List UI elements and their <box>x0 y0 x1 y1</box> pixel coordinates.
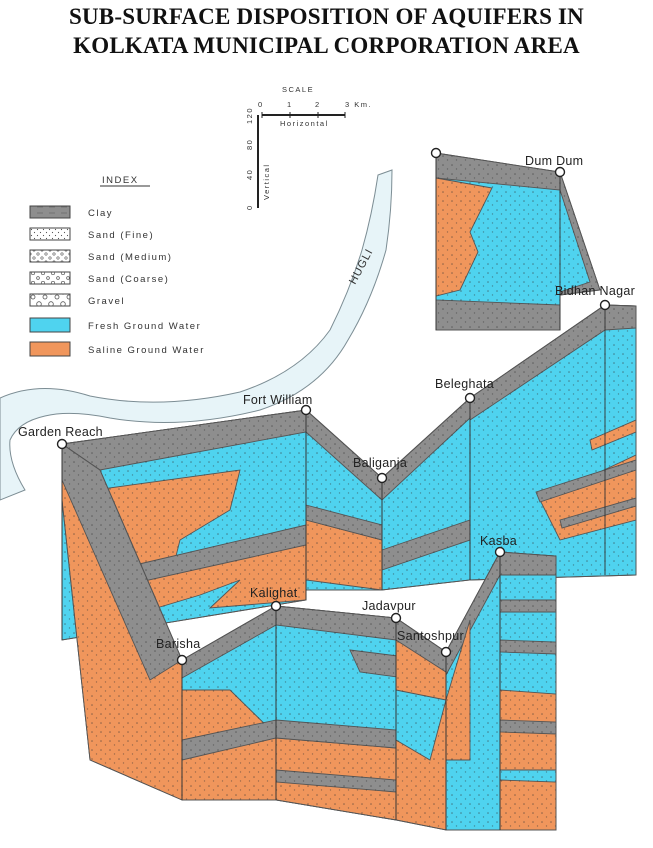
marker-dum-dum <box>554 166 566 178</box>
scale-h-tick-2: 2 <box>315 100 321 109</box>
label-bidhan-nagar: Bidhan Nagar <box>555 284 635 298</box>
scale-h-tick-0: 0 <box>258 100 264 109</box>
label-beleghata: Beleghata <box>435 377 494 391</box>
legend-item-sand-coarse: Sand (Coarse) <box>29 271 169 285</box>
svg-text:Sand (Coarse): Sand (Coarse) <box>88 274 169 285</box>
scale-horizontal-label: Horizontal <box>280 119 329 128</box>
label-fort-william: Fort William <box>243 393 313 407</box>
fence-panels <box>60 152 637 831</box>
hugli-river <box>0 169 393 501</box>
label-barisha: Barisha <box>156 637 200 651</box>
legend-heading: INDEX <box>102 175 139 186</box>
legend: INDEX Clay Sand (Fine) Sand (Medium) San… <box>29 175 205 357</box>
scale-v-tick-3: 120 <box>245 107 254 124</box>
scale-v-tick-2: 80 <box>245 139 254 150</box>
marker-santoshpur <box>440 646 452 658</box>
marker-dum-dum-west <box>430 147 442 159</box>
label-dum-dum: Dum Dum <box>525 154 583 168</box>
label-kasba: Kasba <box>480 534 517 548</box>
location-labels: Dum Dum Bidhan Nagar Beleghata Fort Will… <box>18 154 635 651</box>
legend-item-sand-fine: Sand (Fine) <box>29 227 154 241</box>
svg-text:Sand (Fine): Sand (Fine) <box>88 230 154 241</box>
legend-item-gravel: Gravel <box>29 293 125 307</box>
label-kalighat: Kalighat <box>250 586 298 600</box>
marker-bidhan-nagar <box>599 299 611 311</box>
scale-heading: SCALE <box>282 85 314 94</box>
svg-text:Gravel: Gravel <box>88 296 125 307</box>
legend-item-saline-water: Saline Ground Water <box>29 341 205 357</box>
svg-text:Saline Ground Water: Saline Ground Water <box>88 345 205 356</box>
scale-h-tick-3: 3 Km. <box>345 100 372 109</box>
svg-text:Clay: Clay <box>88 208 113 219</box>
map-title-line-2: KOLKATA MUNICIPAL CORPORATION AREA <box>73 33 580 58</box>
label-garden-reach: Garden Reach <box>18 425 103 439</box>
marker-garden-reach <box>56 438 68 450</box>
marker-beleghata <box>464 392 476 404</box>
borehole-lines <box>61 153 606 830</box>
svg-text:Sand (Medium): Sand (Medium) <box>88 252 172 263</box>
legend-item-sand-medium: Sand (Medium) <box>29 249 172 263</box>
label-baliganja: Baliganja <box>353 456 407 470</box>
marker-kasba <box>494 546 506 558</box>
scale-h-tick-1: 1 <box>287 100 293 109</box>
marker-barisha <box>176 654 188 666</box>
location-markers <box>56 147 611 666</box>
marker-fort-william <box>300 404 312 416</box>
scale-vertical-label: Vertical <box>262 163 271 200</box>
scale-v-tick-0: 0 <box>245 204 254 210</box>
label-santoshpur: Santoshpur <box>397 629 464 643</box>
label-jadavpur: Jadavpur <box>362 599 416 613</box>
scale-v-tick-1: 40 <box>245 169 254 180</box>
svg-text:Fresh Ground Water: Fresh Ground Water <box>88 321 201 332</box>
legend-item-clay: Clay <box>29 205 113 219</box>
marker-jadavpur <box>390 612 402 624</box>
map-title-line-1: SUB-SURFACE DISPOSITION OF AQUIFERS IN <box>69 4 584 29</box>
scale-bar: SCALE 0 1 2 3 Km. Horizontal 0 40 80 120… <box>245 85 372 210</box>
legend-item-fresh-water: Fresh Ground Water <box>29 317 201 333</box>
marker-baliganja <box>376 472 388 484</box>
marker-kalighat <box>270 600 282 612</box>
